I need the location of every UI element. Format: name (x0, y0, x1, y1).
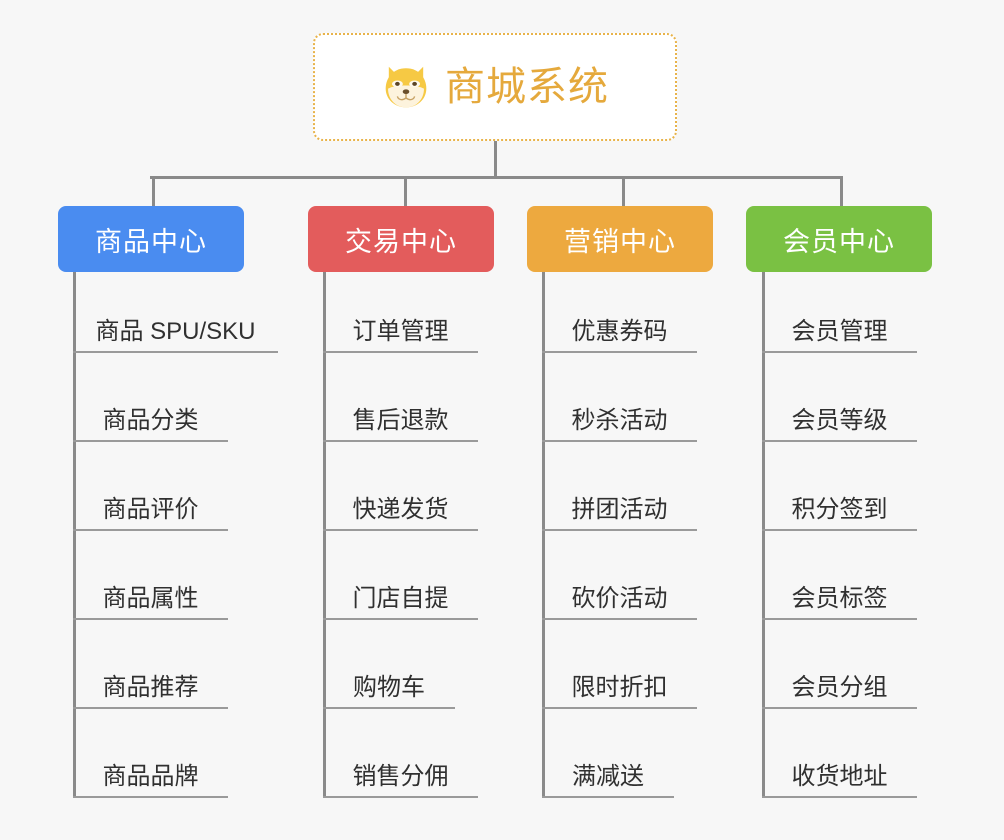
leaf-item[interactable]: 会员标签 (762, 568, 917, 620)
connector-trunk-marketing-center (542, 272, 545, 798)
leaf-item[interactable]: 会员等级 (762, 390, 917, 442)
leaf-item[interactable]: 商品属性 (73, 568, 228, 620)
connector-trunk-trade-center (323, 272, 326, 798)
leaf-item-label: 拼团活动 (571, 495, 668, 523)
leaf-item[interactable]: 砍价活动 (542, 568, 697, 620)
category-box-trade-center[interactable]: 交易中心 (308, 206, 494, 272)
leaf-item[interactable]: 收货地址 (762, 746, 917, 798)
category-label: 营销中心 (564, 226, 676, 257)
leaf-item-label: 门店自提 (352, 584, 449, 612)
leaf-item-label: 优惠券码 (571, 317, 668, 345)
leaf-item-label: 商品推荐 (102, 673, 199, 701)
connector-drop-trade-center (404, 176, 407, 208)
category-label: 交易中心 (345, 226, 457, 257)
leaf-item-label: 商品品牌 (102, 762, 199, 790)
leaf-item[interactable]: 拼团活动 (542, 479, 697, 531)
leaf-item[interactable]: 商品评价 (73, 479, 228, 531)
category-box-marketing-center[interactable]: 营销中心 (527, 206, 713, 272)
leaf-item[interactable]: 商品推荐 (73, 657, 228, 709)
leaf-item-label: 订单管理 (352, 317, 449, 345)
connector-trunk-member-center (762, 272, 765, 798)
category-label: 商品中心 (95, 226, 207, 257)
leaf-item[interactable]: 商品品牌 (73, 746, 228, 798)
connector-drop-product-center (152, 176, 155, 208)
leaf-item-label: 积分签到 (791, 495, 888, 523)
leaf-item[interactable]: 销售分佣 (323, 746, 478, 798)
shiba-dog-face-icon (385, 66, 427, 108)
leaf-item[interactable]: 满减送 (542, 746, 674, 798)
root-node[interactable]: 商城系统 (313, 33, 677, 141)
leaf-item-label: 收货地址 (791, 762, 888, 790)
leaf-item[interactable]: 快递发货 (323, 479, 478, 531)
leaf-item-label: 会员分组 (791, 673, 888, 701)
leaf-item-label: 会员标签 (791, 584, 888, 612)
root-title: 商城系统 (445, 65, 609, 109)
leaf-item-label: 会员管理 (791, 317, 888, 345)
leaf-item-label: 售后退款 (352, 406, 449, 434)
leaf-item[interactable]: 会员分组 (762, 657, 917, 709)
leaf-item[interactable]: 优惠券码 (542, 301, 697, 353)
leaf-item-label: 商品评价 (102, 495, 199, 523)
leaf-item[interactable]: 购物车 (323, 657, 455, 709)
connector-drop-marketing-center (622, 176, 625, 208)
leaf-item-label: 秒杀活动 (571, 406, 668, 434)
leaf-item-label: 商品 SPU/SKU (95, 317, 256, 345)
leaf-item[interactable]: 商品分类 (73, 390, 228, 442)
leaf-item[interactable]: 售后退款 (323, 390, 478, 442)
leaf-item-label: 满减送 (572, 762, 644, 790)
leaf-item[interactable]: 订单管理 (323, 301, 478, 353)
connector-horizontal-bus (150, 176, 840, 179)
category-label: 会员中心 (783, 226, 895, 257)
leaf-item-label: 购物车 (353, 673, 425, 701)
connector-drop-member-center (840, 176, 843, 208)
leaf-item-label: 会员等级 (791, 406, 888, 434)
leaf-item-label: 商品分类 (102, 406, 199, 434)
leaf-item[interactable]: 秒杀活动 (542, 390, 697, 442)
connector-root-stem (494, 141, 497, 178)
leaf-item[interactable]: 积分签到 (762, 479, 917, 531)
leaf-item[interactable]: 会员管理 (762, 301, 917, 353)
leaf-item-label: 限时折扣 (571, 673, 668, 701)
leaf-item[interactable]: 商品 SPU/SKU (73, 301, 278, 353)
leaf-item[interactable]: 门店自提 (323, 568, 478, 620)
category-box-product-center[interactable]: 商品中心 (58, 206, 244, 272)
leaf-item-label: 商品属性 (102, 584, 199, 612)
category-box-member-center[interactable]: 会员中心 (746, 206, 932, 272)
leaf-item-label: 快递发货 (352, 495, 449, 523)
leaf-item[interactable]: 限时折扣 (542, 657, 697, 709)
leaf-item-label: 销售分佣 (352, 762, 449, 790)
connector-trunk-product-center (73, 272, 76, 798)
leaf-item-label: 砍价活动 (571, 584, 668, 612)
